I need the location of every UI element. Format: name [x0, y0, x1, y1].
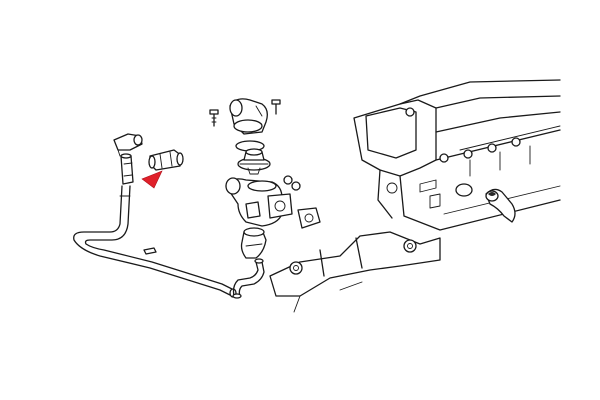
- thermostat: [237, 148, 271, 175]
- bypass-hose-short: [120, 153, 134, 185]
- housing-flange-gasket: [297, 207, 321, 229]
- engine-block-bracket: [269, 231, 441, 313]
- bypass-hose-long-lower: [73, 185, 237, 298]
- small-clip: [143, 247, 157, 255]
- hose-highlighted: [148, 149, 184, 171]
- water-pipe-fitting: [485, 188, 516, 223]
- red-arrow-icon: [141, 170, 163, 189]
- o-ring: [455, 183, 473, 197]
- elbow-hose: [240, 227, 267, 259]
- cylinder-head: [353, 79, 561, 231]
- bypass-hose-tee-upper: [113, 133, 143, 157]
- lower-hose: [232, 258, 265, 299]
- small-fittings: [283, 175, 301, 191]
- thermostat-housing: [225, 177, 293, 227]
- cover-bolt: [209, 99, 281, 127]
- thermostat-cover-upper: [229, 98, 268, 135]
